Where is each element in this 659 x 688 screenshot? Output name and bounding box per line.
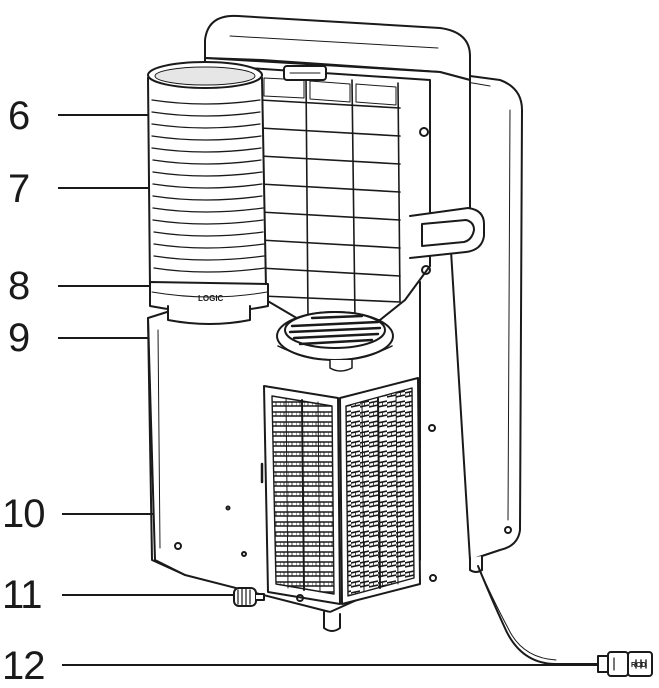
plug-label: RCD [631, 662, 646, 669]
leader-line-11 [62, 594, 234, 596]
power-plug [597, 651, 653, 677]
leader-line-6 [58, 114, 158, 116]
cabinet-top [204, 14, 471, 81]
power-cord [477, 565, 599, 665]
leader-line-12 [62, 664, 598, 666]
callout-9: 9 [8, 316, 30, 360]
callout-8: 8 [8, 264, 30, 308]
air-outlet-grille [288, 314, 382, 346]
hose-brand-label: LOGIC [198, 294, 224, 303]
callout-7: 7 [8, 167, 30, 211]
callout-12: 12 [2, 644, 45, 688]
callout-10: 10 [2, 492, 45, 536]
leader-line-8 [58, 285, 158, 287]
drain-plug [233, 587, 265, 607]
hose-ribs [151, 99, 266, 273]
caster-foot [323, 611, 341, 632]
callout-11: 11 [2, 573, 43, 617]
callout-6: 6 [8, 94, 30, 138]
